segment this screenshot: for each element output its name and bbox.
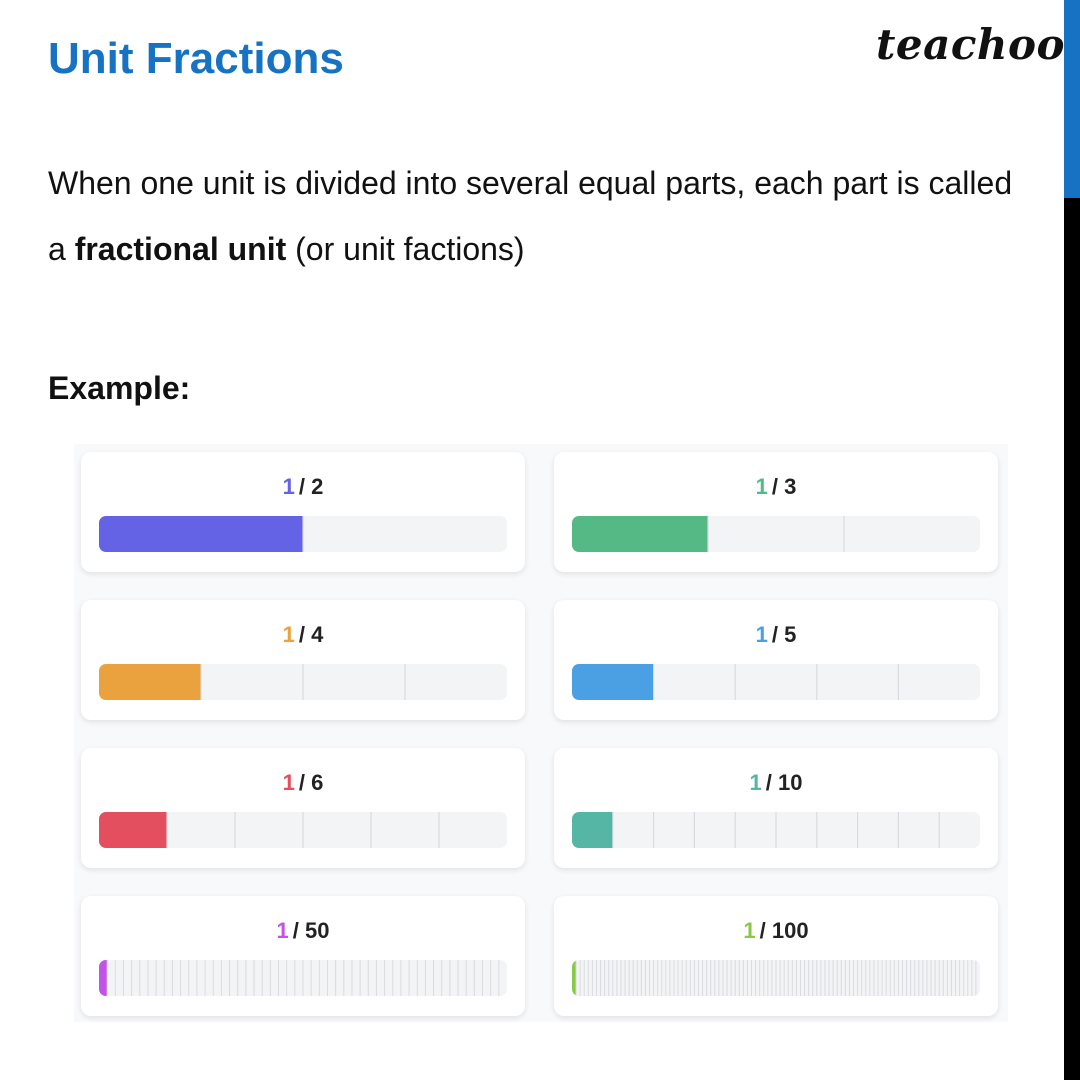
fraction-slash: / <box>292 918 305 943</box>
intro-text-before: When one unit is divided into several eq… <box>48 165 1013 267</box>
fraction-numerator: 1 <box>282 622 295 647</box>
fraction-bar-fill <box>572 812 613 848</box>
fraction-card: 1/ 3 <box>554 452 998 572</box>
fraction-bar-dividers <box>612 812 940 848</box>
fraction-numerator: 1 <box>276 918 289 943</box>
fraction-bar <box>572 516 980 552</box>
fraction-label: 1/ 3 <box>554 474 998 500</box>
fraction-slash: / <box>298 474 312 499</box>
fraction-card: 1/ 2 <box>81 452 525 572</box>
fraction-bar-dividers <box>200 664 406 700</box>
intro-paragraph: When one unit is divided into several eq… <box>48 150 1038 282</box>
fraction-label: 1/ 6 <box>81 770 525 796</box>
fraction-card: 1/ 5 <box>554 600 998 720</box>
side-accent-bar-blue <box>1064 0 1080 198</box>
fraction-denominator: 4 <box>311 622 324 647</box>
fraction-numerator: 1 <box>755 622 768 647</box>
side-accent-bar <box>1064 0 1080 1080</box>
fraction-card: 1/ 50 <box>81 896 525 1016</box>
fraction-label: 1/ 100 <box>554 918 998 944</box>
fraction-slash: / <box>759 918 772 943</box>
fraction-bar <box>572 664 980 700</box>
intro-text-after: (or unit factions) <box>286 231 525 267</box>
fraction-denominator: 3 <box>784 474 797 499</box>
fraction-denominator: 5 <box>784 622 797 647</box>
fraction-bar <box>99 516 507 552</box>
fraction-bar <box>99 812 507 848</box>
fraction-bar-fill <box>99 960 108 996</box>
fraction-bar <box>572 812 980 848</box>
fraction-label: 1/ 50 <box>81 918 525 944</box>
fraction-label: 1/ 2 <box>81 474 525 500</box>
fraction-slash: / <box>771 622 785 647</box>
fraction-slash: / <box>771 474 785 499</box>
fraction-card: 1/ 6 <box>81 748 525 868</box>
fraction-numerator: 1 <box>743 918 756 943</box>
fraction-label: 1/ 4 <box>81 622 525 648</box>
fraction-bar-dividers <box>302 516 304 552</box>
fraction-denominator: 2 <box>311 474 324 499</box>
fraction-denominator: 10 <box>778 770 803 795</box>
fraction-card: 1/ 10 <box>554 748 998 868</box>
fraction-label: 1/ 5 <box>554 622 998 648</box>
fraction-numerator: 1 <box>755 474 768 499</box>
fraction-bar-dividers <box>707 516 845 552</box>
fraction-bar-dividers <box>106 960 500 996</box>
page-title: Unit Fractions <box>48 34 344 83</box>
fraction-card: 1/ 4 <box>81 600 525 720</box>
fraction-card: 1/ 100 <box>554 896 998 1016</box>
fraction-numerator: 1 <box>282 770 295 795</box>
fraction-bar <box>572 960 980 996</box>
fraction-slash: / <box>298 770 312 795</box>
fraction-slash: / <box>298 622 312 647</box>
fraction-label: 1/ 10 <box>554 770 998 796</box>
intro-bold-term: fractional unit <box>74 231 287 267</box>
fraction-bar-dividers <box>575 960 977 996</box>
fraction-bar-fill <box>572 960 577 996</box>
fraction-cards-panel: 1/ 2 1/ 3 1/ 4 1/ 5 1/ 6 1/ 10 1/ 50 1/ … <box>74 444 1008 1022</box>
fraction-bar <box>99 960 507 996</box>
fraction-denominator: 6 <box>311 770 324 795</box>
fraction-numerator: 1 <box>282 474 295 499</box>
fraction-denominator: 50 <box>305 918 330 943</box>
teachoo-logo: teachoo <box>876 20 1065 69</box>
fraction-bar-fill <box>572 664 654 700</box>
example-heading: Example: <box>48 370 191 406</box>
fraction-bar-fill <box>572 516 708 552</box>
fraction-bar-fill <box>99 812 167 848</box>
fraction-slash: / <box>765 770 778 795</box>
fraction-denominator: 100 <box>771 918 809 943</box>
fraction-bar-fill <box>99 664 201 700</box>
fraction-bar-dividers <box>652 664 899 700</box>
fraction-bar-fill <box>99 516 303 552</box>
fraction-bar <box>99 664 507 700</box>
fraction-numerator: 1 <box>749 770 762 795</box>
fraction-bar-dividers <box>166 812 440 848</box>
